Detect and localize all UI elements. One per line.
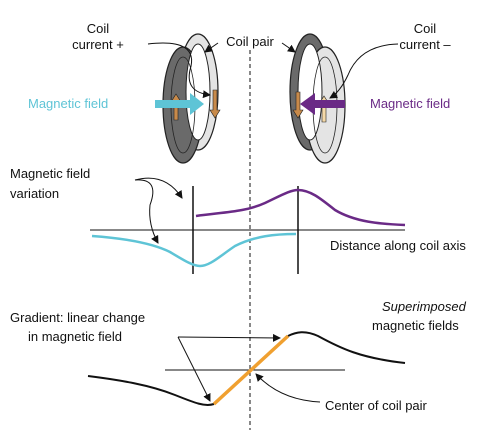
magnetic-field-arrow-purple: [300, 93, 345, 115]
coil-pair-label: Coil pair: [226, 34, 274, 49]
gradient-segment: [212, 334, 290, 406]
gradient-pointer-1: [177, 336, 211, 402]
superimposed-label: magnetic fields: [372, 318, 459, 333]
current-down-arrow-icon: [292, 91, 304, 119]
center-of-coil-pair-label: Center of coil pair: [325, 398, 428, 413]
center-pointer: [255, 373, 321, 403]
magnetic-field-arrow-cyan: [155, 93, 204, 115]
current-down-arrow-icon: [209, 89, 221, 119]
coil-current-plus-pointer: [147, 42, 211, 99]
variation-label: variation: [10, 186, 59, 201]
coil-current-plus-label: Coil: [87, 21, 110, 36]
magnetic-field-right-label: Magnetic field: [370, 96, 450, 111]
field-curve-purple: [195, 188, 406, 227]
coil-pair-pointer-left: [204, 42, 219, 53]
coil-current-minus-label: Coil: [414, 21, 437, 36]
magnetic-field-left-label: Magnetic field: [28, 96, 108, 111]
coil-pair-pointer-right: [281, 42, 296, 53]
gradient-label: in magnetic field: [28, 329, 122, 344]
variation-pointer-2: [134, 179, 159, 244]
coil-current-plus-label: current +: [72, 37, 124, 52]
field-curve-cyan: [91, 232, 297, 268]
gradient-label: Gradient: linear change: [10, 310, 145, 325]
variation-pointer-1: [134, 177, 183, 199]
variation-label: Magnetic field: [10, 166, 90, 181]
gradient-pointer-2: [177, 333, 281, 342]
coil-current-minus-pointer: [329, 43, 399, 99]
superimposed-curve: [87, 331, 406, 406]
distance-axis-label: Distance along coil axis: [330, 238, 466, 253]
coil-current-minus-label: current –: [399, 37, 451, 52]
superimposed-label: Superimposed: [382, 299, 467, 314]
right-coil: [289, 33, 346, 164]
